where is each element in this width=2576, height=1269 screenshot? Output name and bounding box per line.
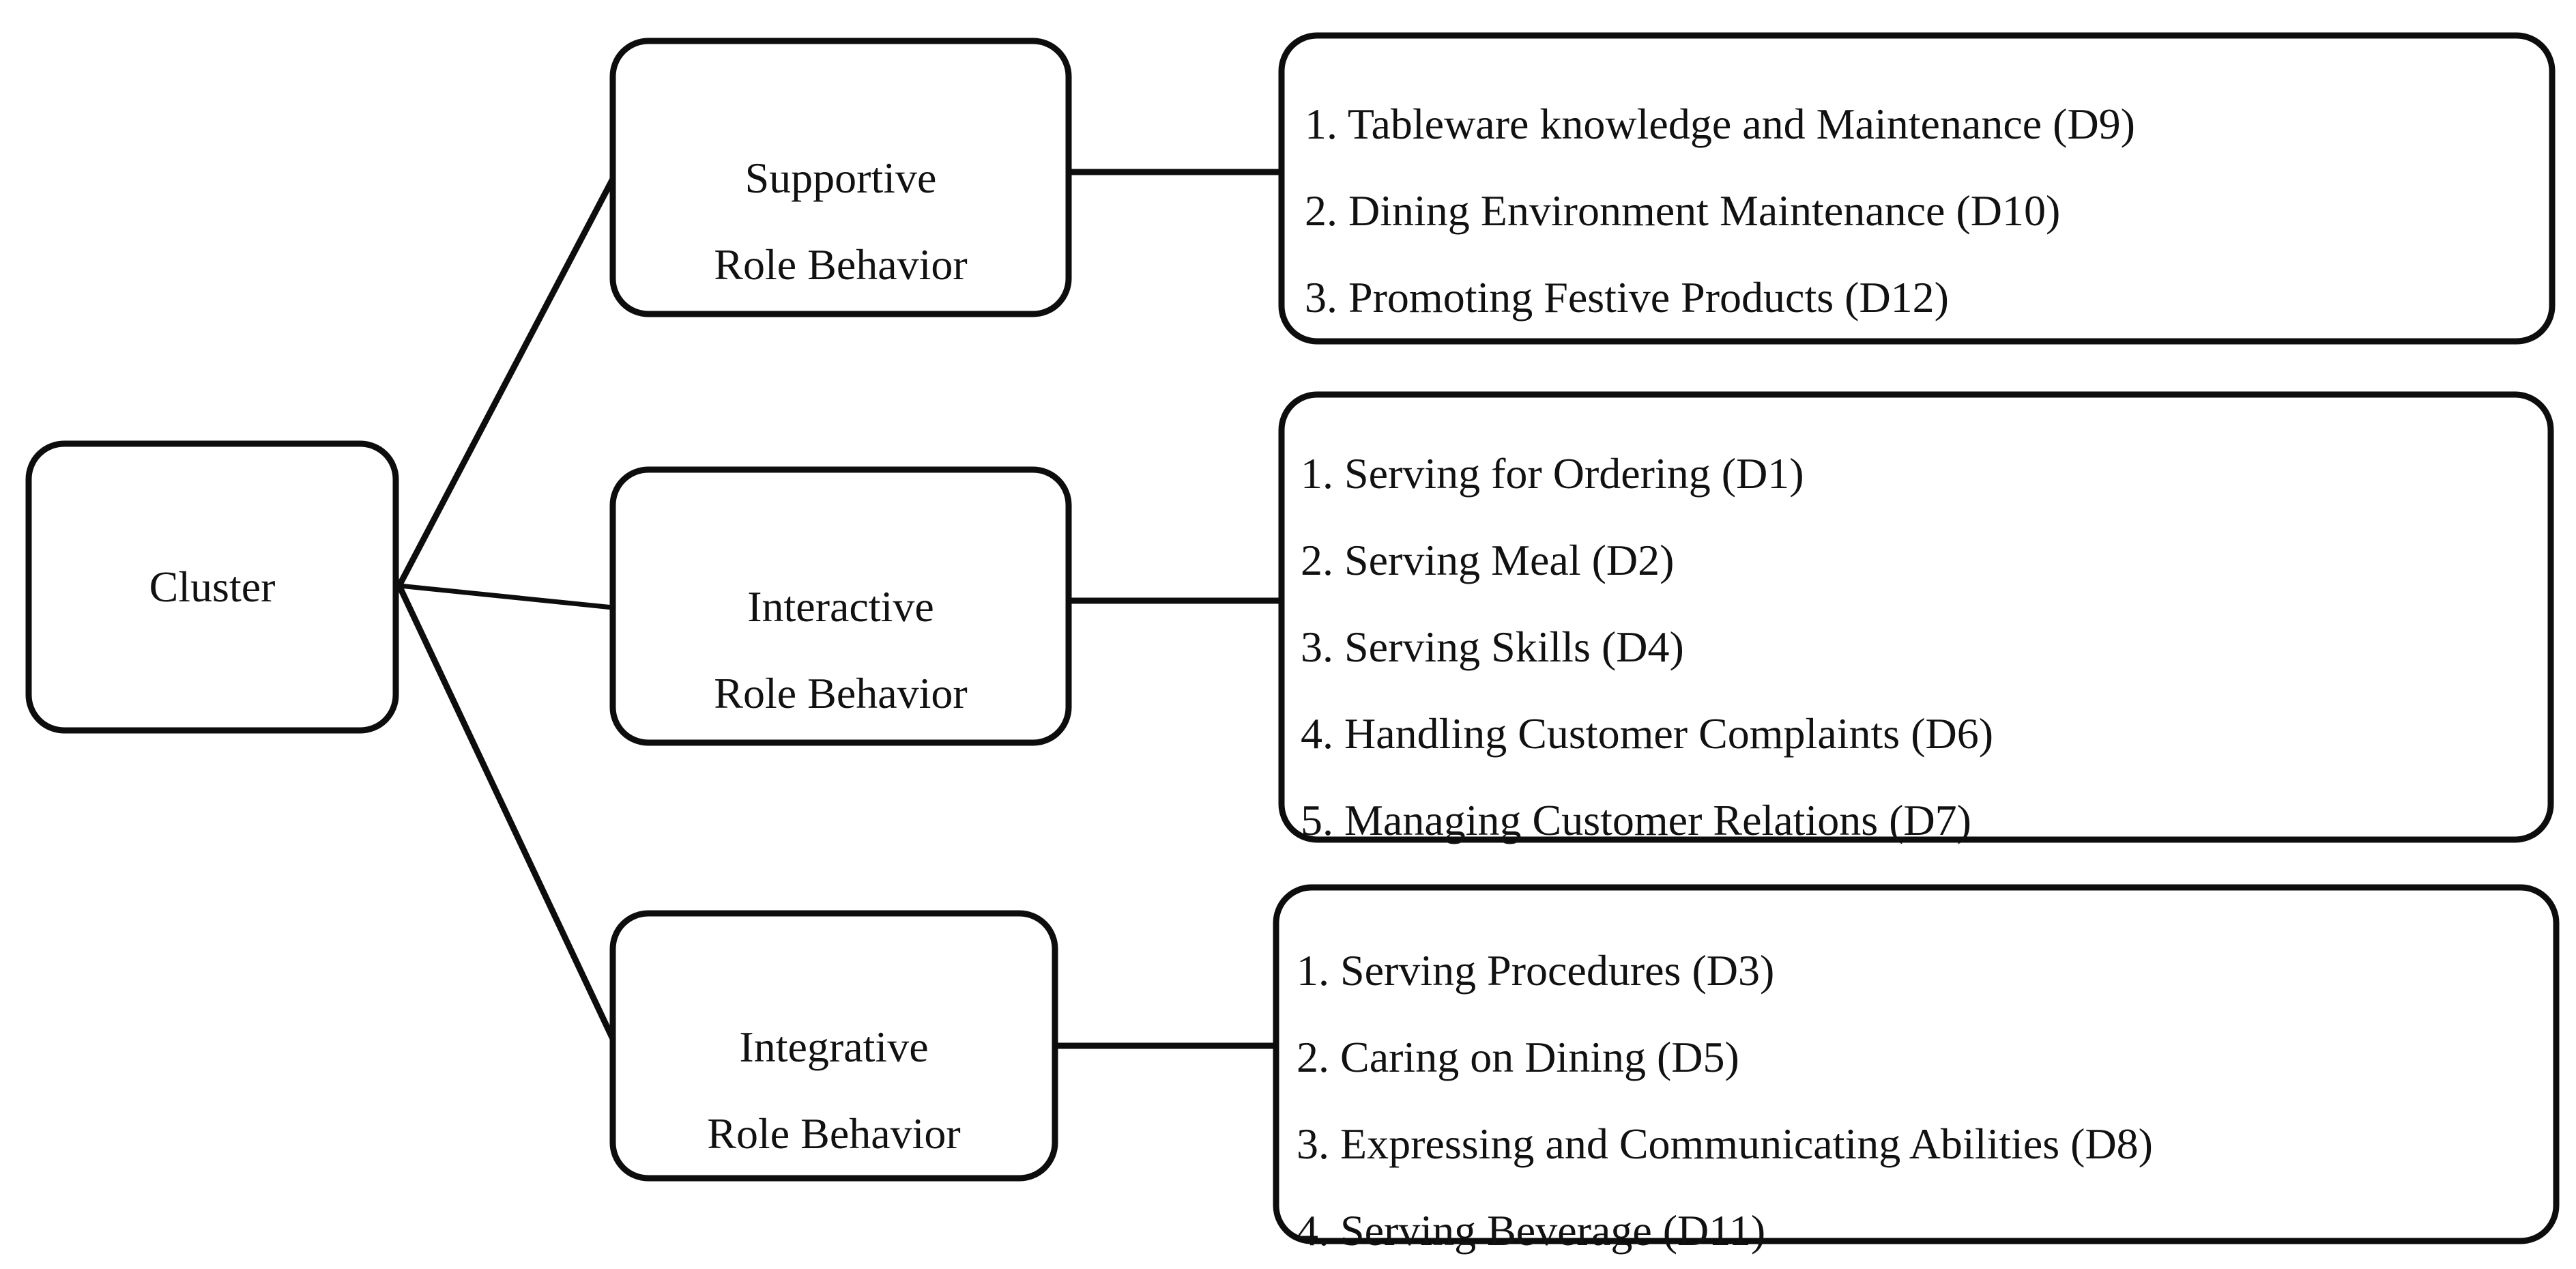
list-item: 4. Handling Customer Complaints (D6) [1301, 709, 1994, 758]
list-item: 3. Serving Skills (D4) [1301, 623, 1684, 671]
node-interactive-role-behavior[interactable] [609, 466, 1072, 746]
list-item: 1. Serving for Ordering (D1) [1301, 449, 1804, 498]
node-supportive-label: Supportive Role Behavior [613, 134, 1069, 308]
list-item: 2. Caring on Dining (D5) [1297, 1033, 1739, 1081]
list-item: 3. Expressing and Communicating Abilitie… [1297, 1120, 2153, 1168]
node-supportive-label-line1: Supportive [744, 154, 937, 202]
list-box-integrative[interactable] [1273, 884, 2560, 1244]
node-interactive-label: Interactive Role Behavior [613, 563, 1069, 737]
node-integrative-label: Integrative Role Behavior [613, 1003, 1055, 1177]
list-item: 2. Serving Meal (D2) [1301, 536, 1675, 584]
node-interactive-label-line1: Interactive [747, 582, 934, 631]
node-integrative-label-line1: Integrative [739, 1023, 929, 1071]
list-box-interactive[interactable] [1278, 391, 2554, 843]
edge-cluster-to-integrative [396, 584, 616, 1040]
list-item: 1. Tableware knowledge and Maintenance (… [1305, 100, 2135, 148]
list-item: 3. Promoting Festive Products (D12) [1305, 273, 1949, 322]
node-integrative-role-behavior[interactable] [609, 910, 1058, 1182]
list-item: 5. Managing Customer Relations (D7) [1301, 796, 1971, 844]
node-integrative-label-line2: Role Behavior [707, 1109, 961, 1158]
edge-cluster-to-supportive [396, 177, 616, 588]
node-supportive-label-line2: Role Behavior [714, 240, 968, 289]
node-cluster-label: Cluster [29, 543, 396, 630]
node-supportive-role-behavior[interactable] [609, 38, 1072, 317]
node-cluster[interactable] [25, 440, 399, 734]
list-item: 2. Dining Environment Maintenance (D10) [1305, 186, 2061, 235]
list-items-integrative: 1. Serving Procedures (D3) 2. Caring on … [1297, 927, 2545, 1269]
list-box-supportive[interactable] [1278, 32, 2556, 345]
edge-cluster-to-interactive [399, 583, 613, 610]
node-interactive-label-line2: Role Behavior [714, 669, 968, 717]
list-items-supportive: 1. Tableware knowledge and Maintenance (… [1305, 81, 2547, 341]
node-cluster-label-line: Cluster [149, 562, 276, 611]
list-items-interactive: 1. Serving for Ordering (D1) 2. Serving … [1301, 430, 2543, 864]
list-item: 4. Serving Beverage (D11) [1297, 1206, 1766, 1255]
list-item: 1. Serving Procedures (D3) [1297, 946, 1775, 995]
